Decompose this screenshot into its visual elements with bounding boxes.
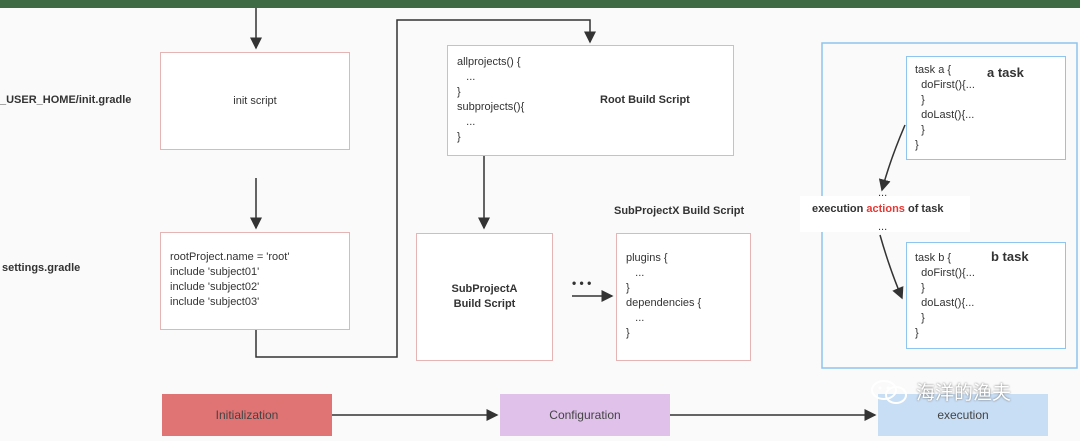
arrow-taskA-to-actions: [878, 124, 906, 192]
subx-code-line-6: }: [626, 327, 630, 339]
subx-code-line-1: plugins {: [626, 252, 668, 264]
settings-line-4: include 'subject03': [170, 296, 260, 308]
settings-gradle-label: settings.gradle: [2, 262, 81, 274]
phase-configuration-label: Configuration: [549, 408, 621, 422]
task-a-title: a task: [987, 65, 1024, 80]
watermark: 海洋的渔夫: [870, 378, 1011, 405]
execution-actions-label: execution actions of task: [812, 203, 943, 215]
task-a-line-4: doLast(){...: [915, 109, 975, 121]
root-build-script-box: allprojects() { ... } subprojects(){ ...…: [447, 45, 734, 156]
subx-code-line-4: dependencies {: [626, 297, 702, 309]
phase-execution: execution: [878, 394, 1048, 436]
subx-code-line-5: ...: [626, 312, 645, 324]
settings-line-1: rootProject.name = 'root': [170, 251, 290, 263]
execution-actions-label-bg: [800, 196, 970, 232]
task-a-line-5: }: [915, 124, 925, 136]
root-code-line-3: }: [457, 86, 461, 98]
watermark-text: 海洋的渔夫: [916, 383, 1012, 404]
ellipsis-dots: • • •: [572, 276, 592, 290]
root-code-line-6: }: [457, 131, 461, 143]
task-b-line-4: doLast(){...: [915, 297, 975, 309]
execution-actions-suffix: of task: [904, 203, 944, 215]
arrow-actions-to-taskB: [879, 234, 904, 300]
init-script-text: init script: [233, 95, 277, 107]
phase-initialization: Initialization: [162, 394, 332, 436]
execution-actions-dots-top: ...: [878, 187, 888, 199]
execution-actions-highlight: actions: [866, 203, 905, 215]
init-gradle-label: _USER_HOME/init.gradle: [0, 94, 132, 106]
phase-execution-label: execution: [937, 408, 989, 422]
task-a-line-6: }: [915, 139, 919, 151]
task-b-line-6: }: [915, 327, 919, 339]
task-a-box: task a { doFirst(){... } doLast(){... } …: [906, 56, 1066, 160]
execution-actions-prefix: execution: [812, 203, 867, 215]
top-bar: [0, 0, 1080, 8]
task-b-title: b task: [991, 249, 1029, 264]
task-b-line-2: doFirst(){...: [915, 267, 975, 279]
root-code-line-4: subprojects(){: [457, 101, 525, 113]
task-b-line-1: task b {: [915, 252, 952, 264]
task-a-line-3: }: [915, 94, 925, 106]
init-script-box: init script: [160, 52, 350, 150]
settings-line-3: include 'subject02': [170, 281, 260, 293]
root-build-script-title: Root Build Script: [600, 94, 690, 106]
root-code-line-5: ...: [457, 116, 476, 128]
task-a-line-1: task a {: [915, 64, 952, 76]
subproject-x-box: plugins { ... } dependencies { ... }: [616, 233, 751, 361]
wechat-icon: [871, 379, 907, 404]
settings-line-2: include 'subject01': [170, 266, 260, 278]
task-b-box: task b { doFirst(){... } doLast(){... } …: [906, 242, 1066, 349]
phase-initialization-label: Initialization: [215, 408, 279, 422]
task-b-line-5: }: [915, 312, 925, 324]
task-a-line-2: doFirst(){...: [915, 79, 975, 91]
arrow-settings-to-root: [255, 19, 596, 358]
phase-configuration: Configuration: [500, 394, 670, 436]
root-code-line-1: allprojects() {: [457, 56, 521, 68]
execution-actions-dots-bottom: ...: [878, 221, 888, 233]
subx-code-line-3: }: [626, 282, 630, 294]
subx-code-line-2: ...: [626, 267, 645, 279]
root-code-line-2: ...: [457, 71, 476, 83]
task-b-line-3: }: [915, 282, 925, 294]
settings-box: rootProject.name = 'root' include 'subje…: [160, 232, 350, 330]
subproject-a-box: SubProjectA Build Script: [416, 233, 553, 361]
subproject-a-title-1: SubProjectA: [451, 283, 518, 295]
subproject-x-title: SubProjectX Build Script: [614, 205, 745, 217]
subproject-a-title-2: Build Script: [453, 298, 516, 310]
